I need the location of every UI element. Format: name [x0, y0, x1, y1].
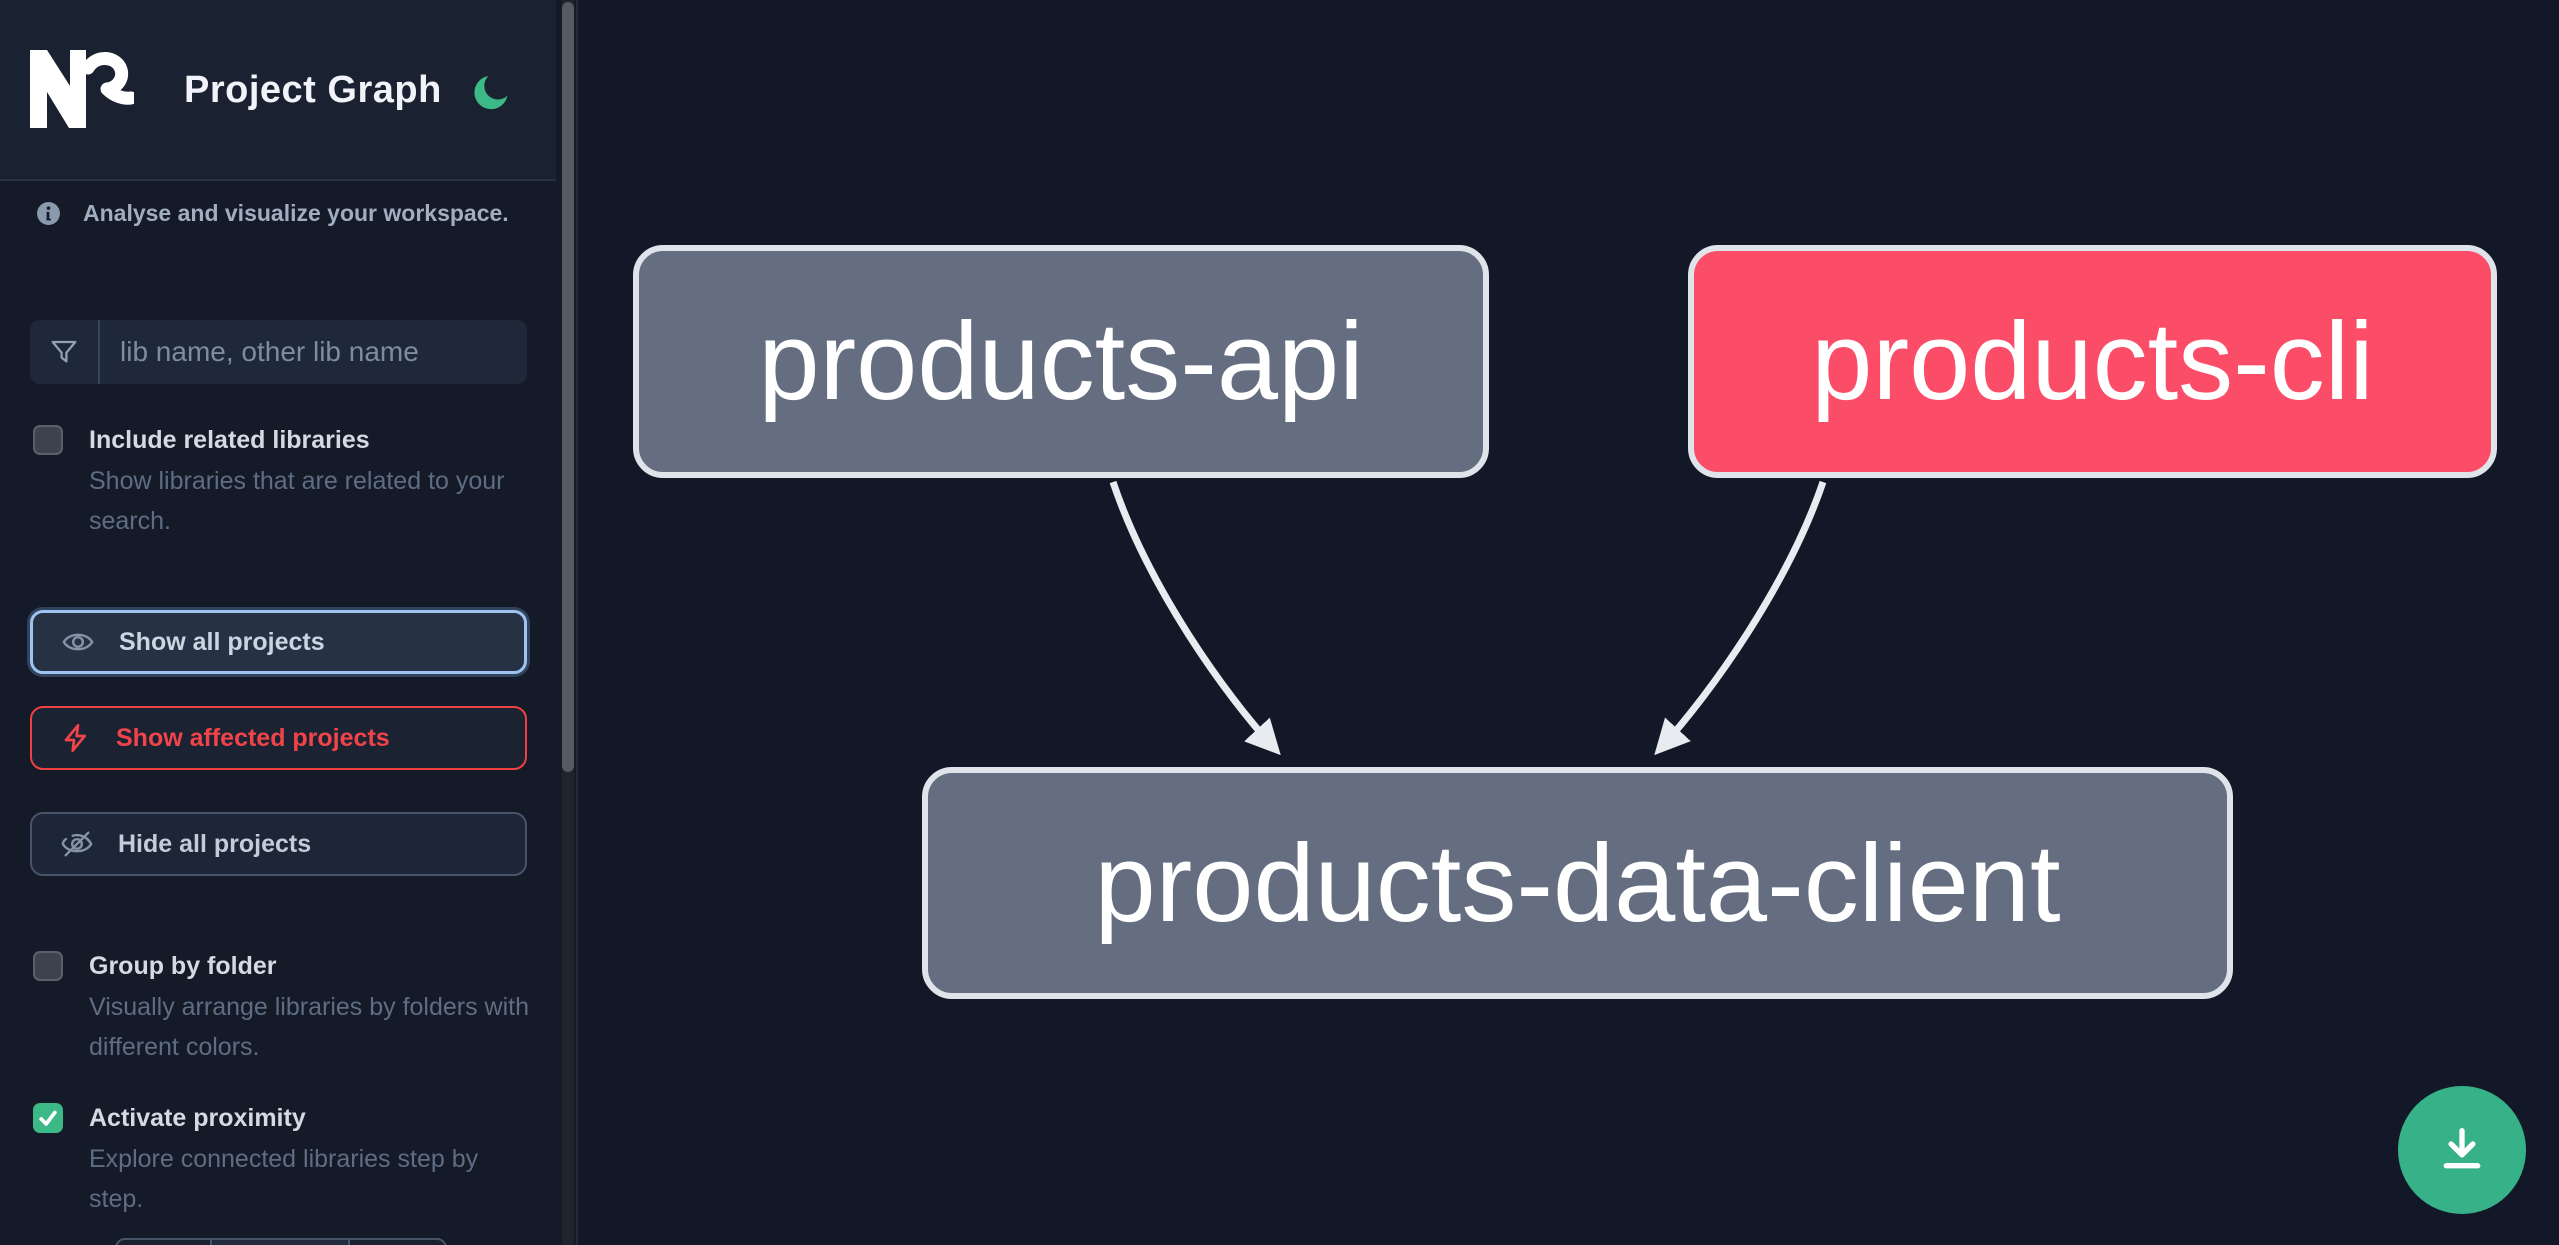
sidebar-scrollbar-thumb[interactable] [562, 2, 574, 772]
include-related-libraries-option: Include related libraries Show libraries… [33, 422, 529, 541]
checkbox-label[interactable]: Group by folder [89, 952, 277, 980]
funnel-box [30, 320, 100, 384]
eye-icon [62, 633, 94, 651]
checkbox-label[interactable]: Include related libraries [89, 426, 370, 454]
filter-projects-input[interactable] [100, 320, 527, 384]
theme-toggle-moon-icon[interactable] [472, 70, 514, 112]
proximity-depth-stepper [115, 1238, 447, 1245]
download-image-button[interactable] [2398, 1086, 2526, 1214]
hide-all-projects-button[interactable]: Hide all projects [30, 812, 527, 876]
checkbox-label[interactable]: Activate proximity [89, 1104, 306, 1132]
eye-off-icon [61, 831, 93, 857]
button-label: Show affected projects [116, 723, 390, 752]
stepper-value [210, 1240, 350, 1245]
nx-logo [30, 50, 134, 128]
checkbox-description: Visually arrange libraries by folders wi… [89, 993, 530, 1061]
checkbox-description: Show libraries that are related to your … [89, 467, 505, 535]
show-all-projects-button[interactable]: Show all projects [30, 610, 527, 674]
filter-projects-field [30, 320, 527, 384]
sidebar-scrollbar-track [562, 0, 574, 1245]
activate-proximity-checkbox[interactable] [33, 1103, 63, 1133]
stepper-increment-button[interactable] [350, 1240, 445, 1245]
stepper-decrement-button[interactable] [117, 1240, 210, 1245]
graph-node-products-cli[interactable]: products-cli [1688, 245, 2497, 478]
button-label: Hide all projects [118, 829, 312, 858]
group-by-folder-checkbox[interactable] [33, 951, 63, 981]
sidebar: Project Graph Analyse and visualize your… [0, 0, 578, 1245]
show-affected-projects-button[interactable]: Show affected projects [30, 706, 527, 770]
page-title: Project Graph [184, 69, 442, 111]
node-label: products-data-client [1094, 821, 2061, 945]
checkmark-icon [39, 1110, 57, 1126]
info-icon [37, 202, 60, 225]
node-label: products-cli [1811, 300, 2374, 423]
group-by-folder-option: Group by folder Visually arrange librari… [33, 948, 529, 1067]
activate-proximity-option: Activate proximity Explore connected lib… [33, 1100, 529, 1219]
tagline-text: Analyse and visualize your workspace. [83, 200, 509, 226]
workspace-tagline: Analyse and visualize your workspace. [36, 200, 509, 227]
filter-funnel-icon [51, 340, 77, 363]
button-label: Show all projects [119, 627, 325, 656]
node-label: products-api [758, 300, 1364, 423]
download-icon [2443, 1128, 2481, 1169]
graph-node-products-data-client[interactable]: products-data-client [922, 767, 2233, 999]
checkbox-description: Explore connected libraries step by step… [89, 1145, 479, 1213]
sidebar-header [0, 0, 556, 181]
include-related-libraries-checkbox[interactable] [33, 425, 63, 455]
edge-products-api-to-products-data-client [1109, 480, 1281, 756]
edge-products-cli-to-products-data-client [1654, 480, 1827, 756]
graph-node-products-api[interactable]: products-api [633, 245, 1489, 478]
lightning-bolt-icon [64, 724, 86, 752]
